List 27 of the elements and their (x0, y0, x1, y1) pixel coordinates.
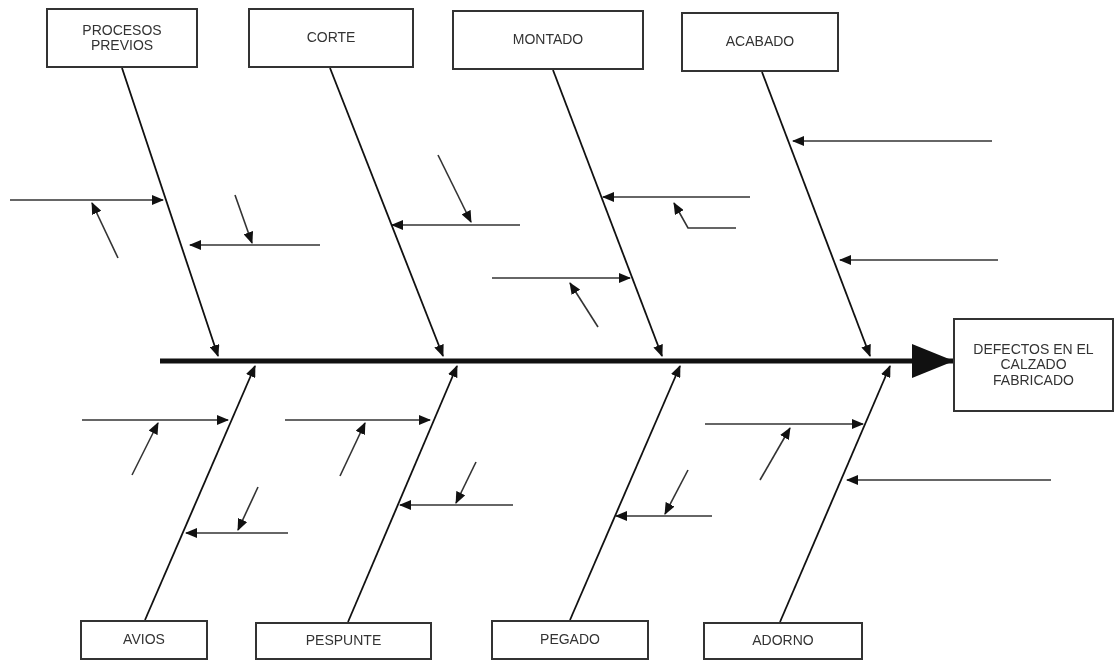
box-label: PEGADO (540, 632, 600, 648)
box-label: ACABADO (725, 34, 795, 50)
spine-arrow (160, 344, 954, 378)
bone-arrow (144, 365, 256, 621)
box-label: CORTE (306, 30, 356, 46)
category-box (80, 620, 208, 660)
category-box (46, 8, 198, 68)
category-box (248, 8, 414, 68)
effect-box (953, 318, 1114, 412)
box-label: MONTADO (512, 32, 584, 48)
bone-arrow (779, 365, 891, 623)
box-label: PESPUNTE (305, 633, 382, 649)
category-box (703, 622, 863, 660)
box-label: AVIOS (123, 632, 165, 648)
category-box (255, 622, 432, 660)
box-label: ADORNO (752, 633, 814, 649)
bone-arrow (569, 365, 681, 621)
category-box (452, 10, 644, 70)
category-box (491, 620, 649, 660)
bone-arrow (761, 71, 871, 357)
bone-arrow (347, 365, 458, 623)
box-label: PROCESOS PREVIOS (81, 22, 163, 54)
bone-arrow (121, 67, 220, 357)
bone-arrow (552, 69, 663, 357)
category-box (681, 12, 839, 72)
box-label: DEFECTOS EN EL CALZADO FABRICADO (972, 341, 1095, 389)
bone-arrow (329, 67, 444, 357)
